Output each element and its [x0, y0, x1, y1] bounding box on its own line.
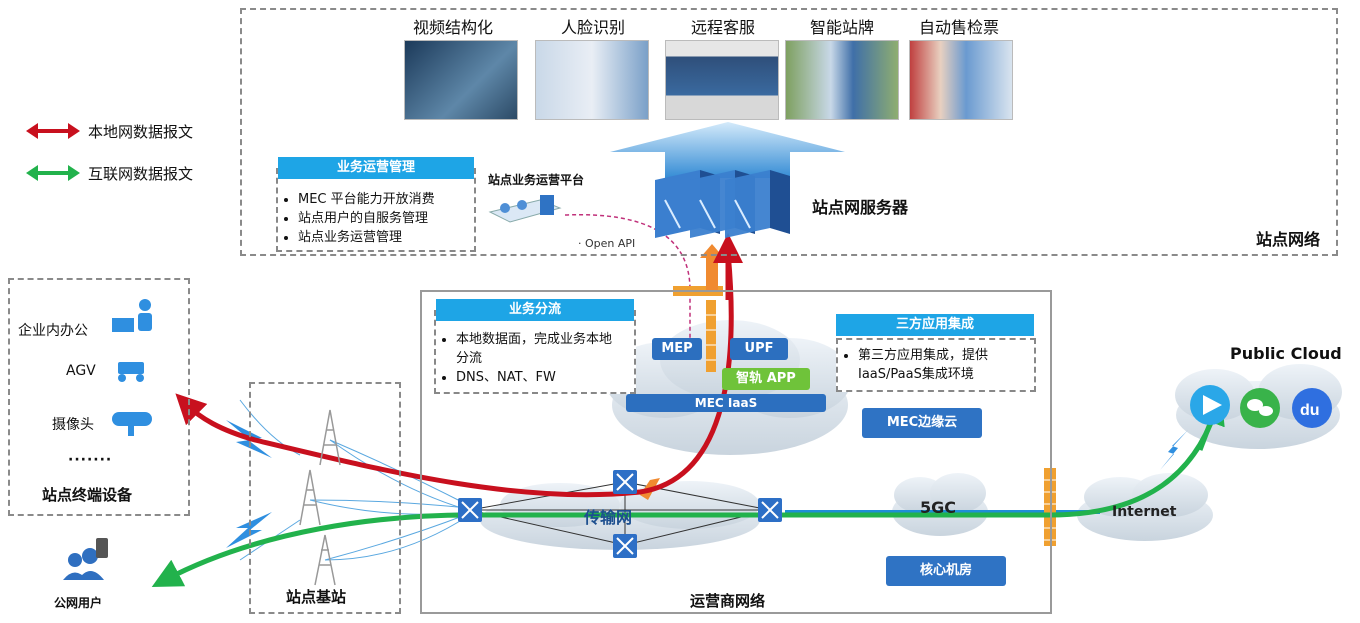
platform-icon [488, 195, 562, 223]
terminal-box-label: 站点终端设备 [42, 486, 133, 504]
app-chip: 智轨 APP [722, 368, 810, 390]
third-party-item: 第三方应用集成，提供IaaS/PaaS集成环境 [858, 346, 1022, 384]
svg-text:du: du [1300, 402, 1320, 419]
mgmt-item: 站点用户的自服务管理 [298, 209, 468, 228]
mgmt-item: 站点业务运营管理 [298, 228, 468, 247]
app-label-remote-service: 远程客服 [690, 18, 755, 37]
app-thumb-face [535, 40, 649, 120]
server-racks-icon [655, 170, 790, 238]
transport-label: 传输网 [584, 508, 633, 527]
terminal-agv: AGV [66, 363, 96, 379]
open-api-label: · Open API [578, 237, 636, 250]
router-marks [461, 473, 779, 555]
site-network-label: 站点网络 [1256, 230, 1321, 249]
terminal-ellipsis: ······· [68, 452, 113, 468]
mec-iaas-bar: MEC IaaS [626, 394, 826, 412]
internet-cloud-shape [1077, 473, 1213, 541]
server-label: 站点网服务器 [812, 198, 909, 217]
base-station-box [249, 382, 401, 614]
terminal-camera: 摄像头 [52, 417, 94, 433]
third-party-panel-title: 三方应用集成 [836, 314, 1034, 336]
traffic-panel-title: 业务分流 [436, 299, 634, 321]
traffic-panel: 本地数据面，完成业务本地分流 DNS、NAT、FW [434, 310, 636, 394]
upward-service-arrow [610, 122, 845, 178]
mgmt-panel-title: 业务运营管理 [278, 157, 474, 179]
app-thumb-sign [785, 40, 899, 120]
mep-chip: MEP [652, 338, 702, 360]
public-cloud-label: Public Cloud [1230, 344, 1342, 363]
app-label-video: 视频结构化 [412, 18, 493, 37]
app-label-face: 人脸识别 [560, 18, 625, 37]
operator-network-label: 运营商网络 [690, 592, 766, 610]
terminal-icons [112, 299, 152, 436]
base-station-label: 站点基站 [286, 588, 347, 606]
mec-edge-cloud-label: MEC边缘云 [862, 408, 982, 438]
legend-arrows [26, 123, 80, 181]
traffic-item: 本地数据面，完成业务本地分流 [456, 330, 616, 368]
app-label-ticketing: 自动售检票 [918, 18, 999, 37]
terminal-box [8, 278, 190, 516]
app-label-smart-sign: 智能站牌 [809, 18, 874, 37]
site-network-box [240, 8, 1338, 256]
public-user-icon [63, 538, 108, 580]
app-thumb-remote [665, 40, 779, 120]
platform-label: 站点业务运营平台 [488, 173, 585, 187]
upf-chip: UPF [730, 338, 788, 360]
traffic-item: DNS、NAT、FW [456, 368, 628, 387]
legend-local-label: 本地网数据报文 [88, 123, 194, 141]
app-thumb-video [404, 40, 518, 120]
terminal-office: 企业内办公 [18, 323, 88, 339]
mgmt-panel: MEC 平台能力开放消费 站点用户的自服务管理 站点业务运营管理 [276, 168, 476, 252]
public-user-label: 公网用户 [54, 596, 103, 610]
operator-network-box [420, 290, 1052, 614]
internet-label: Internet [1112, 504, 1177, 520]
core-label: 5GC [920, 498, 957, 517]
third-party-panel: 第三方应用集成，提供IaaS/PaaS集成环境 [836, 338, 1036, 392]
cloud-app-icons: du [1190, 385, 1332, 428]
core-room-label: 核心机房 [886, 556, 1006, 586]
legend-internet-label: 互联网数据报文 [88, 165, 194, 183]
app-thumb-ticketing [909, 40, 1013, 120]
mgmt-item: MEC 平台能力开放消费 [298, 190, 468, 209]
tower-icons [299, 409, 341, 586]
